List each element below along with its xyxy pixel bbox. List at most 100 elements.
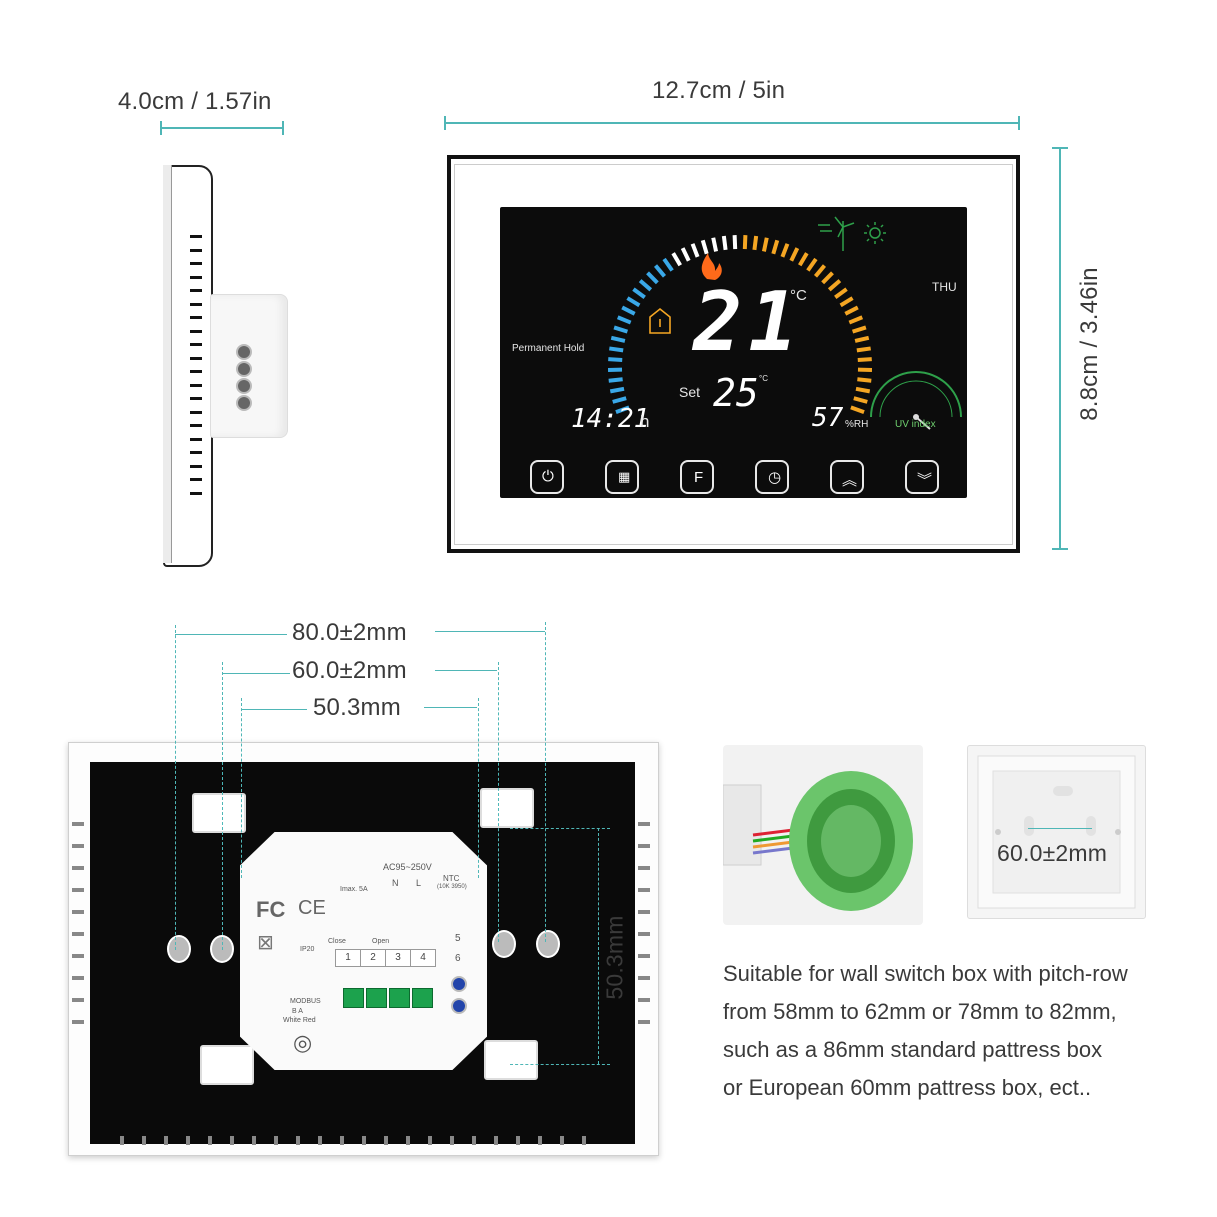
front-height-label: 8.8cm / 3.46in <box>1076 267 1103 421</box>
vent-slot <box>190 289 202 292</box>
down-button[interactable]: ︾ <box>905 460 939 494</box>
vent-slot <box>384 1136 388 1145</box>
screw-icon <box>236 378 252 394</box>
power-button[interactable]: ⏻ <box>530 460 564 494</box>
guide-line <box>222 662 223 950</box>
vent-slot <box>406 1136 410 1145</box>
arc-tick <box>780 243 790 258</box>
mounting-slot <box>492 930 516 958</box>
screw-icon <box>236 395 252 411</box>
side-depth-dimension-line <box>160 127 284 129</box>
arc-tick <box>626 296 641 308</box>
guide-line <box>175 625 176 950</box>
front-width-label: 12.7cm / 5in <box>652 77 786 104</box>
arc-tick <box>646 271 659 285</box>
arc-tick <box>711 237 719 252</box>
vent-slot <box>190 262 202 265</box>
vent-slot <box>190 329 202 333</box>
schedule-button[interactable]: ◷ <box>755 460 789 494</box>
arc-tick <box>612 396 627 404</box>
dimension-tick <box>444 116 446 130</box>
open-label: Open <box>372 938 390 945</box>
dim-60-line-left <box>222 673 290 674</box>
caption-line: such as a 86mm standard pattress box <box>723 1037 1103 1062</box>
fan-f-icon: F <box>694 469 704 486</box>
temperature-unit: °C <box>790 287 807 304</box>
arc-tick <box>827 279 842 292</box>
guide-line <box>545 622 546 942</box>
grid-icon: ▦ <box>618 469 631 484</box>
clock-time: 14:21 <box>571 404 650 434</box>
front-height-dimension-line <box>1059 147 1061 550</box>
vent-slot <box>72 998 84 1002</box>
vent-slot <box>638 976 650 980</box>
ntc-screw-icon <box>451 998 467 1014</box>
humidity-value: 57 <box>812 403 844 433</box>
arc-tick <box>700 239 709 255</box>
arc-tick <box>615 405 630 415</box>
terminal-number: 4 <box>410 949 436 967</box>
mounting-hook <box>192 793 246 833</box>
vent-slot <box>516 1136 520 1145</box>
fan-button[interactable]: F <box>680 460 714 494</box>
vent-slot <box>72 844 84 848</box>
pattress-dimension-line <box>1028 828 1092 829</box>
arc-tick <box>632 287 646 299</box>
temperature-arc <box>607 216 962 430</box>
vent-slot <box>190 424 202 427</box>
vent-slot <box>190 316 202 319</box>
arc-tick <box>850 405 865 415</box>
vent-slot <box>190 478 202 481</box>
arc-tick <box>732 235 738 250</box>
arc-tick <box>616 315 632 325</box>
arc-tick <box>848 315 864 325</box>
dim-50-horizontal-label: 50.3mm <box>313 694 401 721</box>
up-button[interactable]: ︽ <box>830 460 864 494</box>
mounting-hook <box>480 788 534 828</box>
vent-slot <box>638 822 650 826</box>
vent-slot <box>72 822 84 826</box>
buzzer-icon: ◎ <box>293 1030 313 1055</box>
vent-slot <box>450 1136 454 1145</box>
vent-slot <box>72 954 84 958</box>
front-width-dimension-line <box>444 122 1020 124</box>
arc-tick <box>671 252 682 267</box>
pattress-dim-label: 60.0±2mm <box>997 840 1108 866</box>
set-temperature: 25 <box>713 371 759 415</box>
guide-line <box>478 698 479 878</box>
compatibility-caption: Suitable for wall switch box with pitch-… <box>723 955 1203 1107</box>
terminal-number: 2 <box>360 949 386 967</box>
mode-button[interactable]: ▦ <box>605 460 639 494</box>
clock-unit: h <box>640 412 650 431</box>
side-front-edge <box>163 165 172 563</box>
arc-tick <box>621 305 636 316</box>
mounting-hook <box>200 1045 254 1085</box>
guide-line <box>510 1064 610 1065</box>
vent-slot <box>72 888 84 892</box>
guide-line <box>498 662 499 942</box>
vent-slot <box>638 888 650 892</box>
humidity-unit: %RH <box>845 419 869 430</box>
vent-slot <box>190 410 202 414</box>
vent-slot <box>120 1136 124 1145</box>
vent-slot <box>72 976 84 980</box>
arc-tick <box>821 271 834 285</box>
terminal-number: 3 <box>385 949 411 967</box>
dim-50-line-right <box>424 707 477 708</box>
dim-80-label: 80.0±2mm <box>292 619 407 646</box>
vent-slot <box>638 910 650 914</box>
vent-slot <box>638 954 650 958</box>
uv-index-label: UV index <box>895 419 936 430</box>
guide-line <box>241 698 242 878</box>
arc-tick <box>855 386 871 394</box>
vent-slot <box>230 1136 234 1145</box>
green-backbox-photo <box>723 745 923 925</box>
vent-slot <box>190 451 202 454</box>
dim-80-line-right <box>435 631 545 632</box>
chevron-down-icon: ︾ <box>917 472 933 489</box>
vent-slot <box>560 1136 564 1145</box>
thermostat-screen[interactable]: Permanent Hold THU 21 °C Set 25 °C 14:21… <box>500 207 967 498</box>
arc-tick <box>857 377 872 383</box>
vent-slot <box>274 1136 278 1145</box>
wind-turbine-icon <box>818 216 855 251</box>
